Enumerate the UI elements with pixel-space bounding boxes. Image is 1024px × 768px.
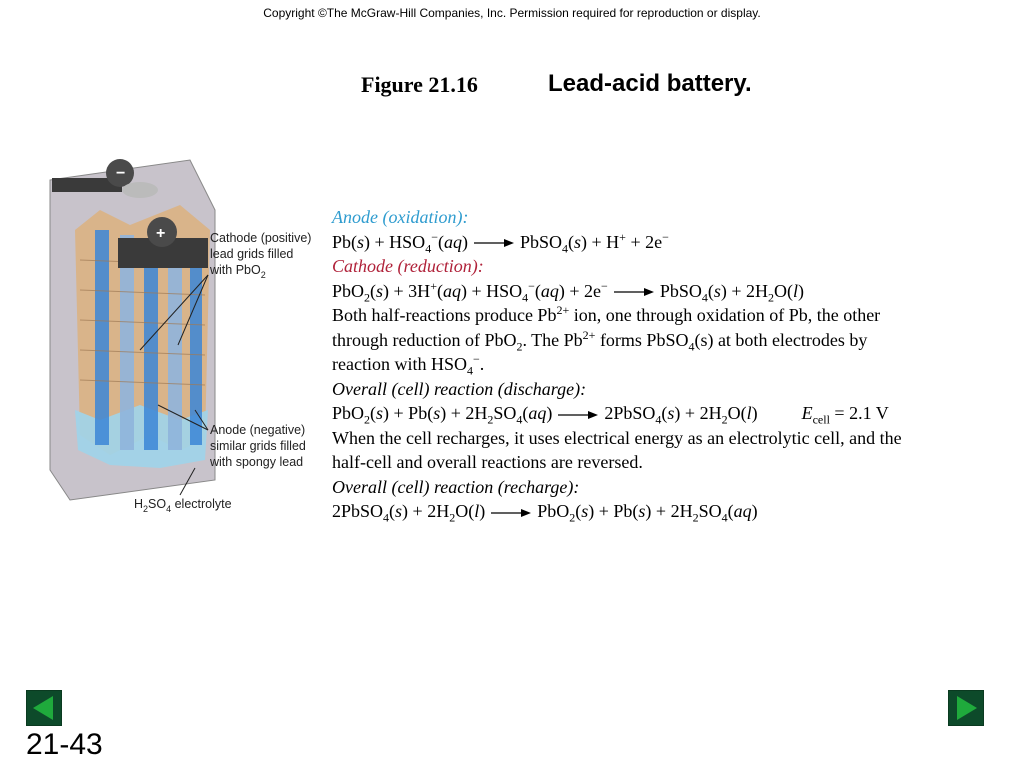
reaction-arrow-icon xyxy=(491,508,532,517)
minus-terminal-sign: − xyxy=(116,165,125,182)
reaction-panel: Anode (oxidation): Pb(s) + HSO4−(aq)PbSO… xyxy=(332,205,992,524)
paragraph-2-line2: half-cell and overall reactions are reve… xyxy=(332,452,643,472)
paragraph-2-line1: When the cell recharges, it uses electri… xyxy=(332,427,902,448)
cathode-equation: PbO2(s) + 3H+(aq) + HSO4−(aq) + 2e−PbSO4… xyxy=(332,278,805,305)
slide-number: 21-43 xyxy=(26,728,103,761)
cathode-label-line1: Cathode (positive) xyxy=(210,231,311,245)
copyright-notice: Copyright ©The McGraw-Hill Companies, In… xyxy=(263,6,761,20)
battery-illustration: − + Cathode (positive) lead grids filled… xyxy=(49,159,311,514)
recharge-heading: Overall (cell) reaction (recharge): xyxy=(332,476,580,497)
paragraph-1-line2: through reduction of PbO2. The Pb2+ form… xyxy=(332,327,868,354)
cathode-label-line2: lead grids filled xyxy=(210,247,293,261)
discharge-heading: Overall (cell) reaction (discharge): xyxy=(332,378,587,399)
anode-label-line2: similar grids filled xyxy=(210,439,306,453)
anode-equation: Pb(s) + HSO4−(aq)PbSO4(s) + H+ + 2e− xyxy=(332,229,669,256)
reaction-arrow-icon xyxy=(473,239,514,248)
cathode-heading: Cathode (reduction): xyxy=(332,256,484,276)
electrolyte-label: H2SO4 electrolyte xyxy=(134,497,232,514)
previous-slide-button[interactable] xyxy=(26,690,62,726)
plus-terminal-sign: + xyxy=(156,225,165,242)
anode-label-line3: with spongy lead xyxy=(209,455,303,469)
right-arrow-icon xyxy=(957,696,977,720)
figure-label: Figure 21.16 xyxy=(361,72,478,97)
next-slide-button[interactable] xyxy=(948,690,984,726)
ecell-symbol: E xyxy=(801,403,813,423)
reaction-arrow-icon xyxy=(613,288,654,297)
cathode-label-line3: with PbO2 xyxy=(209,263,266,280)
recharge-equation: 2PbSO4(s) + 2H2O(l)PbO2(s) + Pb(s) + 2H2… xyxy=(332,501,758,525)
anode-label-line1: Anode (negative) xyxy=(210,423,305,437)
anode-heading: Anode (oxidation): xyxy=(332,207,469,227)
figure-title: Lead-acid battery. xyxy=(548,70,752,97)
discharge-equation: PbO2(s) + Pb(s) + 2H2SO4(aq)2PbSO4(s) + … xyxy=(332,403,889,427)
left-arrow-icon xyxy=(33,696,53,720)
ecell-value: = 2.1 V xyxy=(829,403,889,423)
paragraph-1-line1: Both half-reactions produce Pb2+ ion, on… xyxy=(332,303,881,325)
reaction-arrow-icon xyxy=(558,410,599,419)
paragraph-1-line3: reaction with HSO4−. xyxy=(332,352,485,378)
